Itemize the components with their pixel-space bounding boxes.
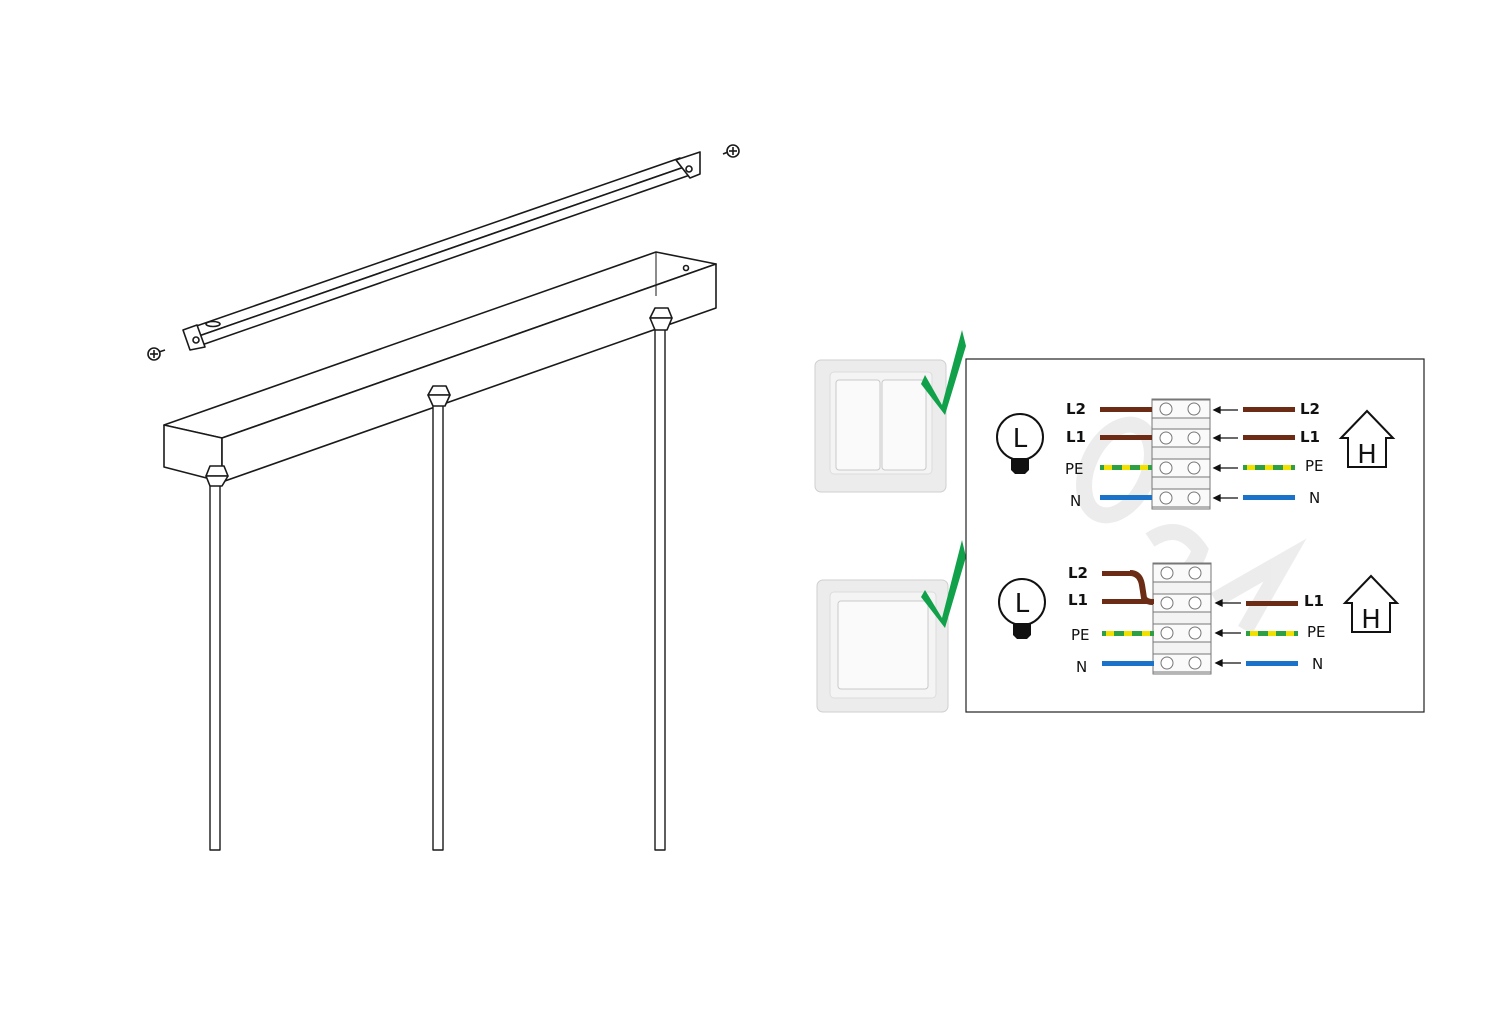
label-n-right: N <box>1312 655 1323 673</box>
label-n-left: N <box>1070 492 1081 510</box>
lamp-icon: L <box>996 413 1044 474</box>
house-icon: H <box>1338 409 1396 470</box>
ceiling-canopy <box>163 251 717 483</box>
label-l1-right: L1 <box>1300 428 1320 446</box>
ceiling-lamp-drawing <box>147 144 740 851</box>
pendant-cord <box>649 307 673 851</box>
svg-text:L: L <box>1013 424 1028 454</box>
label-l2-left: L2 <box>1068 564 1088 582</box>
label-l1-left: L1 <box>1066 428 1086 446</box>
watermark <box>1076 416 1307 634</box>
wiring-diagram-double: L H <box>996 398 1396 510</box>
check-icon <box>921 330 966 415</box>
label-l2-right: L2 <box>1300 400 1320 418</box>
single-switch <box>816 579 949 713</box>
svg-text:H: H <box>1361 605 1381 635</box>
mounting-bracket <box>182 151 701 351</box>
double-switch <box>814 359 947 493</box>
wiring-diagram-single: L H <box>998 562 1400 676</box>
label-n-left: N <box>1076 658 1087 676</box>
svg-text:L: L <box>1015 589 1030 619</box>
label-l1-left: L1 <box>1068 591 1088 609</box>
screw-icon <box>722 144 740 158</box>
label-l2-left: L2 <box>1066 400 1086 418</box>
pendant-cord <box>427 385 451 851</box>
pendant-cord <box>205 465 229 851</box>
label-pe-right: PE <box>1305 457 1324 475</box>
label-pe-left: PE <box>1071 626 1090 644</box>
terminal-block <box>1152 562 1212 675</box>
screw-icon <box>147 347 166 361</box>
label-pe-left: PE <box>1065 460 1084 478</box>
check-icon <box>921 540 966 628</box>
house-icon: H <box>1342 574 1400 635</box>
lamp-icon: L <box>998 578 1046 639</box>
label-l1-right: L1 <box>1304 592 1324 610</box>
label-pe-right: PE <box>1307 623 1326 641</box>
svg-text:H: H <box>1357 440 1377 470</box>
terminal-block <box>1151 398 1211 510</box>
label-n-right: N <box>1309 489 1320 507</box>
